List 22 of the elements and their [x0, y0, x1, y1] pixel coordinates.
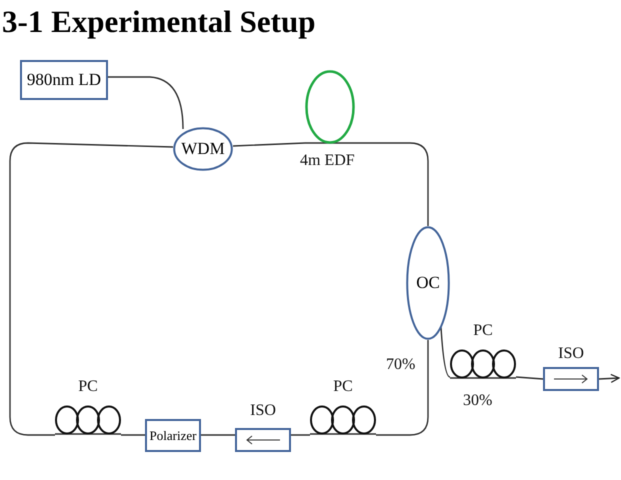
- component-label: PC: [332, 378, 354, 396]
- component-label: PC: [472, 322, 494, 340]
- fiber-line: [376, 340, 429, 436]
- diagram-title: 3-1 Experimental Setup: [2, 4, 316, 40]
- output-coupler-ellipse: OC: [406, 226, 450, 340]
- fiber-line: [516, 376, 544, 380]
- wdm-coupler-ellipse: WDM: [173, 127, 233, 171]
- component-caption: 4m EDF: [300, 152, 355, 170]
- component-label: ISO: [557, 345, 585, 363]
- fiber-line: [121, 434, 145, 436]
- edge-label: 70%: [386, 356, 416, 374]
- component-label: PC: [77, 378, 99, 396]
- fiber-line: [291, 434, 310, 436]
- fiber-line: [108, 76, 184, 130]
- fiber-line: [201, 434, 235, 436]
- laser-diode-box: 980nm LD: [20, 60, 108, 100]
- fiber-line: [440, 326, 450, 378]
- polarizer-box: Polarizer: [145, 419, 201, 452]
- fiber-line: [9, 142, 174, 436]
- component-label: ISO: [249, 402, 277, 420]
- edge-label: 30%: [463, 392, 492, 410]
- output-arrow: [598, 374, 620, 383]
